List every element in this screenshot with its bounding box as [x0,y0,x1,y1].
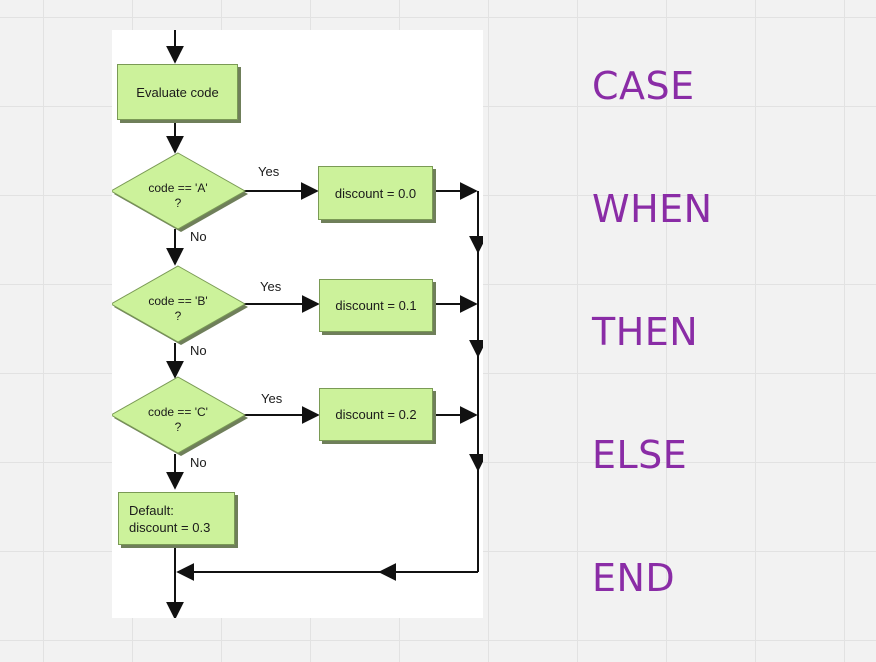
decision-c-shape [112,376,247,454]
flowchart-panel: Evaluate code code == 'A' ? code == 'B' … [112,30,483,618]
decision-b-shape [112,265,247,343]
keyword-else: ELSE [592,433,688,477]
action-a-label: discount = 0.0 [334,185,417,201]
default-heading: Default: [129,502,174,518]
yes-label-a: Yes [258,164,280,179]
no-label-b: No [190,343,207,358]
no-label-a: No [190,229,207,244]
no-label-c: No [190,455,207,470]
decision-a-shape [112,152,247,230]
evaluate-code-label: Evaluate code [136,84,219,100]
default-action: discount = 0.3 [129,519,211,535]
evaluate-code-box: Evaluate code [117,64,238,120]
keyword-then: THEN [592,310,699,354]
yes-label-c: Yes [261,391,283,406]
action-b-box: discount = 0.1 [319,279,433,332]
default-box: Default: discount = 0.3 [118,492,235,545]
decision-a-label: code == 'A' ? [148,181,208,210]
decision-c-label: code == 'C' ? [148,405,208,434]
keyword-when: WHEN [592,187,713,231]
action-c-box: discount = 0.2 [319,388,433,441]
action-a-box: discount = 0.0 [318,166,433,220]
action-b-label: discount = 0.1 [335,298,417,313]
flowchart-connectors [112,30,483,618]
keyword-case: CASE [592,64,695,108]
yes-label-b: Yes [260,279,282,294]
keyword-end: END [592,556,676,600]
action-c-label: discount = 0.2 [335,407,417,422]
decision-b-label: code == 'B' ? [148,294,208,323]
